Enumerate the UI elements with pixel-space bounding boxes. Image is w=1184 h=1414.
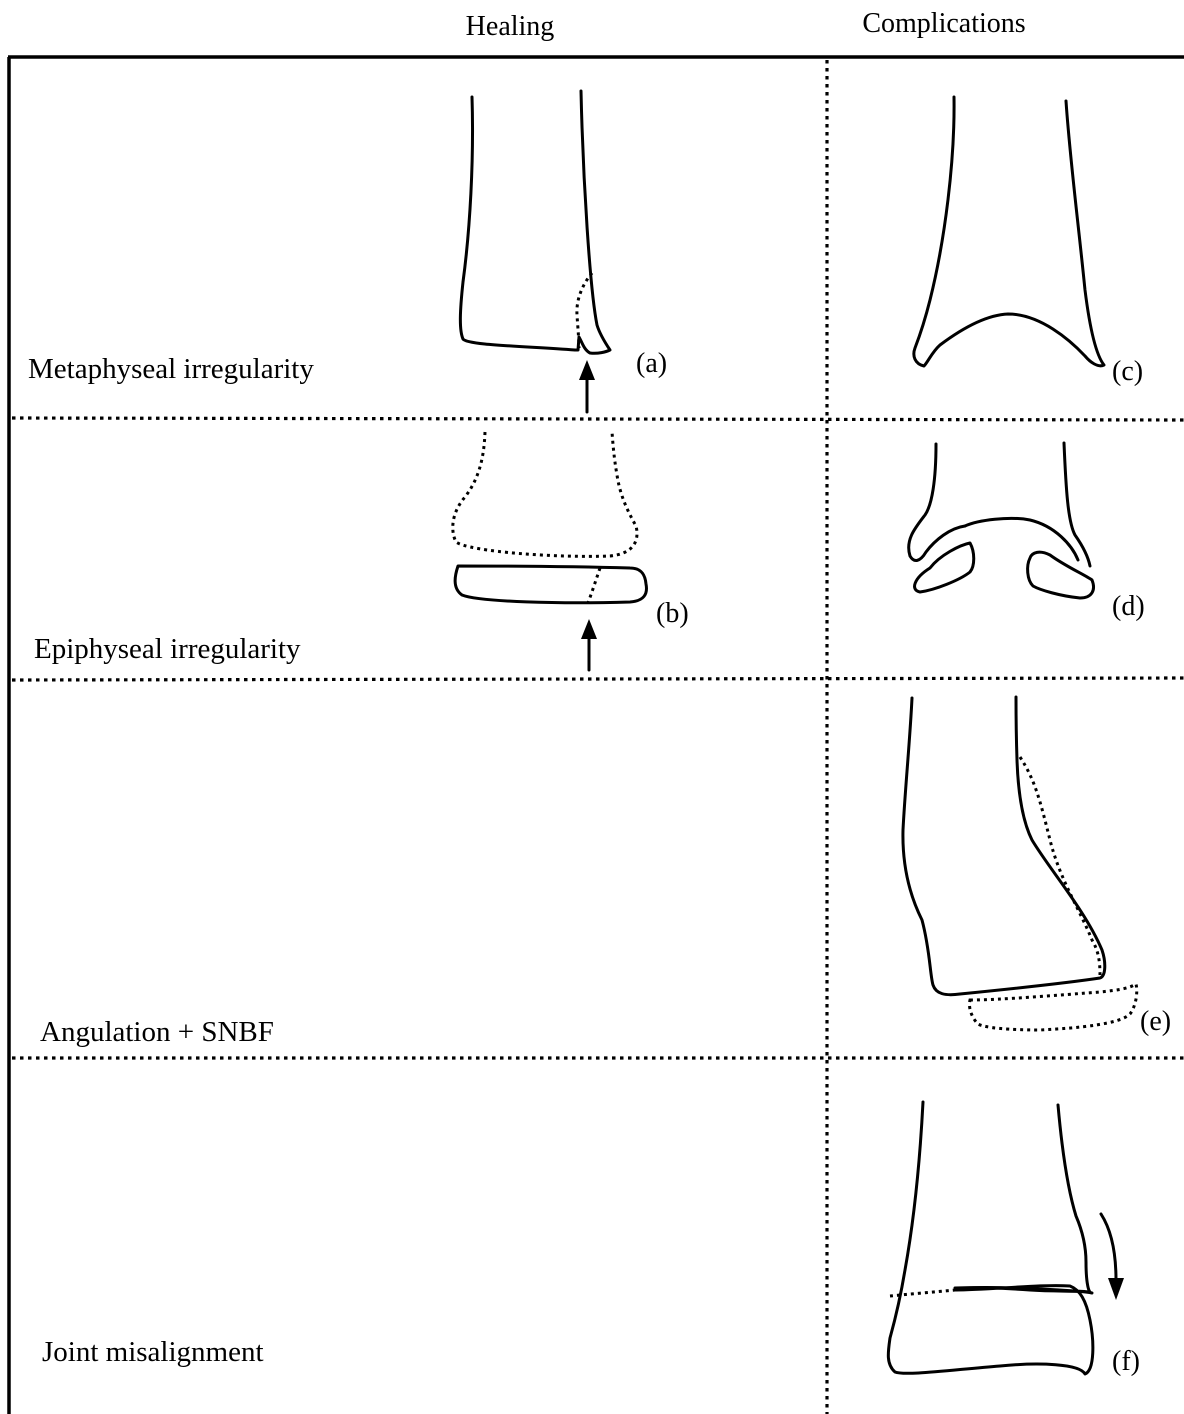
figure-label-c: (c) (1112, 356, 1143, 387)
row-label-joint-misalignment: Joint misalignment (42, 1336, 264, 1368)
header-complications: Complications (862, 8, 1025, 39)
figure-label-a: (a) (636, 348, 667, 379)
figure-b-drawing (453, 432, 647, 603)
figure-label-d: (d) (1112, 591, 1145, 622)
figure-a-drawing (460, 91, 610, 353)
arrow-up-a-icon (579, 360, 595, 412)
figure-label-b: (b) (656, 598, 689, 629)
figure-c-drawing (914, 97, 1104, 366)
row-label-epiphyseal: Epiphyseal irregularity (34, 633, 301, 665)
figure-e-drawing (903, 697, 1137, 1030)
arrow-up-b-icon (581, 619, 597, 670)
curved-arrow-down-icon (1101, 1214, 1124, 1300)
row-label-metaphyseal: Metaphyseal irregularity (28, 353, 314, 385)
figure-label-e: (e) (1140, 1006, 1171, 1037)
figure-d-drawing (909, 443, 1094, 598)
row-label-angulation: Angulation + SNBF (40, 1016, 274, 1048)
figure-label-f: (f) (1112, 1346, 1140, 1377)
header-healing: Healing (466, 11, 555, 42)
figure-f-drawing (888, 1102, 1093, 1374)
row-divider-1 (12, 418, 1184, 420)
row-divider-2 (12, 678, 1184, 680)
